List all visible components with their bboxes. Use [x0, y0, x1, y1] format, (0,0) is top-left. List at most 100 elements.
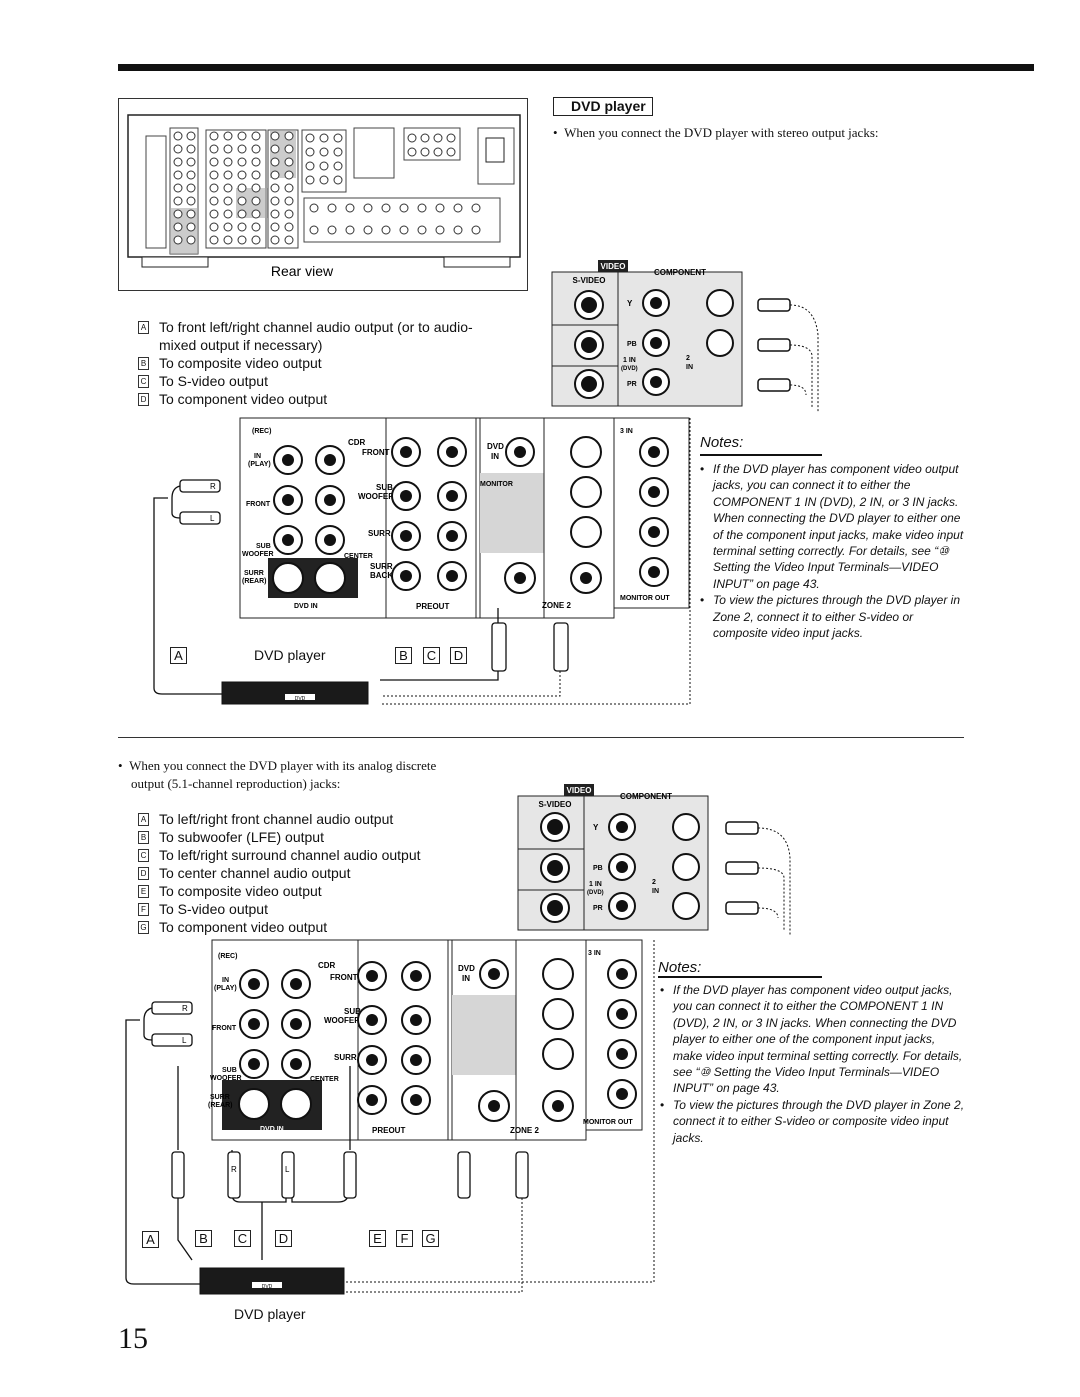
- rear-jack: [433, 147, 443, 157]
- rear-jack: [420, 133, 430, 143]
- section-title: DVD player: [553, 97, 653, 116]
- rear-jack: [305, 133, 315, 143]
- rear-jack: [173, 209, 183, 219]
- notes1-title: Notes:: [700, 434, 744, 451]
- rear-jack: [319, 161, 329, 171]
- legend-text: To left/right surround channel audio out…: [159, 847, 421, 863]
- rear-jack: [381, 225, 391, 235]
- rear-jack: [381, 203, 391, 213]
- rear-jack: [327, 225, 337, 235]
- rear-jack: [433, 133, 443, 143]
- component-cables-2: [725, 821, 791, 936]
- dvdin2-label-2: IN: [462, 974, 470, 983]
- rear-jack: [270, 183, 280, 193]
- figure2-letter-f: F: [396, 1230, 413, 1247]
- sub-label-4: SUB: [222, 1067, 237, 1074]
- rear-jack: [237, 144, 247, 154]
- rear-jack: [251, 170, 261, 180]
- rear-jack: [223, 235, 233, 245]
- surr-label-2: SURR: [244, 570, 264, 577]
- rear-jack: [305, 147, 315, 157]
- rear-jack: [305, 161, 315, 171]
- legend-key: C: [138, 375, 149, 388]
- rear-jack: [186, 196, 196, 206]
- legend-key: F: [138, 903, 149, 916]
- rear-label: (REAR): [242, 578, 267, 585]
- legend-key: C: [138, 849, 149, 862]
- dvdin2-label: IN: [491, 452, 499, 461]
- svideo-jacks: [574, 290, 604, 399]
- rear-jack: [251, 209, 261, 219]
- in3-label: 3 IN: [620, 428, 633, 435]
- monitor-label: MONITOR: [480, 481, 513, 488]
- rear-jack: [237, 196, 247, 206]
- wiring-figure-1: (REC) CDR IN (PLAY) FRONT FRONT SUB WOOF…: [153, 417, 691, 705]
- woofer-label: WOOFER: [358, 492, 394, 501]
- rear-jack: [237, 157, 247, 167]
- rear-jack: [186, 222, 196, 232]
- legend-key: B: [138, 831, 149, 844]
- figure2-player-caption: DVD player: [234, 1306, 306, 1322]
- rear-jack: [173, 235, 183, 245]
- rear-jack: [173, 222, 183, 232]
- rear-jack: [223, 196, 233, 206]
- legend-text: To center channel audio output: [159, 865, 351, 881]
- rear-jack: [186, 170, 196, 180]
- dvdin-label: DVD: [487, 442, 504, 451]
- rear-jack: [407, 133, 417, 143]
- rear-jack: [237, 170, 247, 180]
- rear-jack: [237, 222, 247, 232]
- rear-jack: [270, 170, 280, 180]
- component-cables-1: [757, 298, 819, 413]
- rear-panel-drawing: Rear view: [127, 114, 521, 279]
- legend-text: To component video output: [159, 919, 328, 935]
- in3-label-2: 3 IN: [588, 950, 601, 957]
- legend-key: D: [138, 393, 149, 406]
- rear-jack: [319, 147, 329, 157]
- player-badge: DVD: [295, 696, 306, 702]
- rear-jack: [270, 209, 280, 219]
- note-item: If the DVD player has component video ou…: [660, 982, 965, 1097]
- play-label: (PLAY): [248, 461, 271, 468]
- front-label-3: FRONT: [330, 973, 358, 982]
- cdr-label: CDR: [348, 438, 366, 447]
- rec-label-2: (REC): [218, 953, 237, 960]
- rear-jack: [186, 144, 196, 154]
- rear-jack: [209, 170, 219, 180]
- rear-jack: [223, 222, 233, 232]
- plug-r-2: R: [182, 1004, 188, 1013]
- figure1-letter-b: B: [395, 647, 412, 664]
- connection2-intro-text2: output (5.1-channel reproduction) jacks:: [131, 776, 341, 791]
- y-label-2: Y: [593, 823, 599, 832]
- front-label-2: FRONT: [246, 501, 271, 508]
- plug-l: L: [210, 514, 215, 523]
- in1-label: 1 IN: [623, 357, 636, 364]
- in-label-2: IN: [222, 977, 229, 984]
- back-label: BACK: [370, 571, 393, 580]
- surr-back-label: SURR: [370, 562, 393, 571]
- notes2-list: If the DVD player has component video ou…: [660, 982, 965, 1146]
- rear-jack: [223, 131, 233, 141]
- figure1-player-caption: DVD player: [254, 647, 326, 663]
- legend-key: B: [138, 357, 149, 370]
- rear-jack: [305, 175, 315, 185]
- component-label-2: COMPONENT: [620, 792, 672, 801]
- play-label-2: (PLAY): [214, 985, 237, 992]
- rear-jack: [173, 170, 183, 180]
- figure2-letter-a: A: [142, 1231, 159, 1248]
- rear-jack: [327, 203, 337, 213]
- component-label: COMPONENT: [654, 268, 706, 277]
- rear-jack: [345, 225, 355, 235]
- notes1-list: If the DVD player has component video ou…: [700, 461, 970, 641]
- figure2-letter-g: G: [422, 1230, 439, 1247]
- rear-jack: [209, 131, 219, 141]
- rear-jack: [186, 183, 196, 193]
- preout-label-2: PREOUT: [372, 1126, 405, 1135]
- rear-jack: [284, 157, 294, 167]
- rear-view-label: Rear view: [271, 263, 334, 279]
- woofer-label-4: WOOFER: [210, 1075, 242, 1082]
- dvd-in-label: DVD IN: [294, 603, 318, 610]
